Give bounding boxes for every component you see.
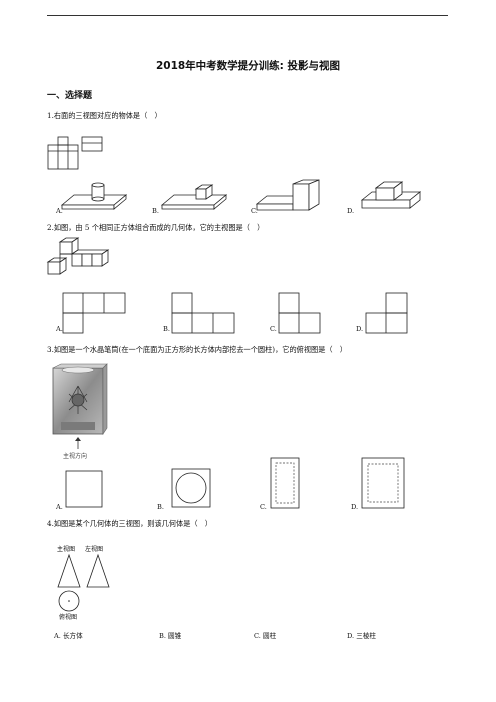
q1-option-c[interactable]: C. [251,207,258,215]
q3-option-b[interactable]: B. [157,503,164,511]
q3-direction-arrow [75,437,81,449]
question-2-stem: 2.如图，由 5 个相同正方体组合而成的几何体，它的主视图是（ ） [47,223,265,232]
q4-front-view-label: 主视图 [57,546,76,553]
q2-option-d[interactable]: D. [356,325,364,333]
q3-option-d[interactable]: D. [351,503,359,511]
q3-option-c-figure [270,457,300,509]
section-heading: 一、选择题 [47,91,93,101]
q3-option-d-figure [361,457,405,509]
q2-option-c-figure [278,292,321,334]
document-title: 2018年中考数学提分训练: 投影与视图 [155,60,341,72]
q1-option-d[interactable]: D. [347,207,355,215]
q2-option-d-figure [365,292,408,334]
question-1-stem: 1.右面的三视图对应的物体是（ ） [47,111,162,120]
q4-side-view-label: 左视图 [85,546,104,553]
q3-crystal-pen-holder-photo [52,363,108,435]
q4-option-d[interactable]: D. 三棱柱 [347,632,377,640]
q1-option-c-figure [255,179,320,211]
q4-top-view-label: 俯视图 [59,614,78,621]
q3-option-b-figure [171,468,211,508]
q3-option-a-figure [65,470,103,508]
q1-option-b-figure [160,184,228,210]
q1-three-view-figure [47,136,103,170]
q3-option-a[interactable]: A. [56,503,63,511]
q1-option-b[interactable]: B. [152,207,159,215]
q4-option-b[interactable]: B. 圆锥 [159,632,182,640]
q4-three-view-figure [57,553,110,612]
q3-option-c[interactable]: C. [260,503,267,511]
q2-cubes-figure [46,237,110,275]
q4-option-a[interactable]: A. 长方体 [54,632,83,640]
q2-option-b[interactable]: B. [163,325,170,333]
q4-option-c[interactable]: C. 圆柱 [254,632,277,640]
question-4-stem: 4.如图是某个几何体的三视图，则该几何体是（ ） [47,519,212,528]
q2-option-c[interactable]: C. [270,325,277,333]
q3-figure-caption: 主视方向 [63,453,88,460]
q1-option-d-figure [360,181,422,209]
q2-option-a[interactable]: A. [56,325,63,333]
q2-option-b-figure [171,292,235,334]
header-rule [47,15,448,16]
q1-option-a-figure [60,182,128,210]
q1-option-a[interactable]: A. [56,207,63,215]
question-3-stem: 3.如图是一个水晶笔筒(在一个底面为正方形的长方体内部挖去一个圆柱)，它的俯视图… [47,345,347,354]
q2-option-a-figure [62,292,126,334]
